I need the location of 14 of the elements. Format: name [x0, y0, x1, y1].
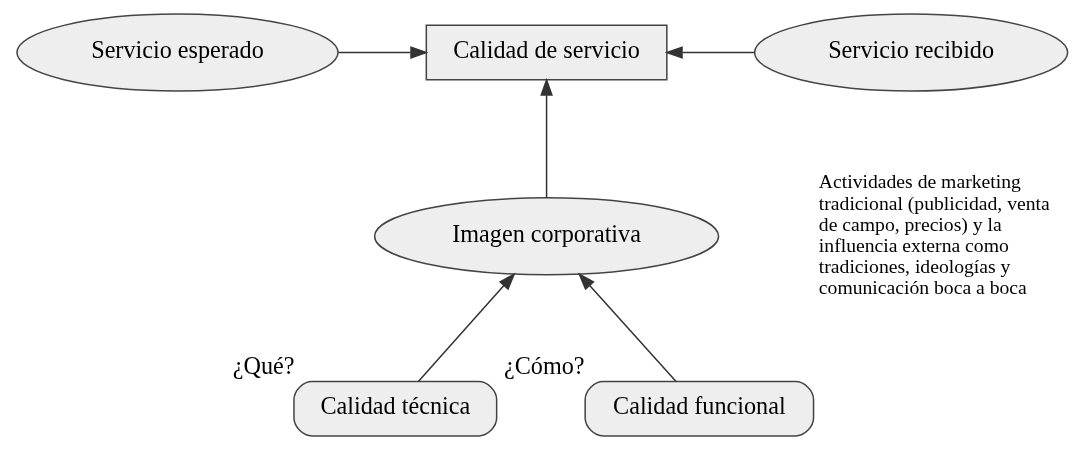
node-box: Calidad técnica [293, 380, 498, 437]
arrow [577, 272, 677, 383]
label: Actividades de marketing tradicional (publicidad, venta de campo, precios) y la influencia externa como tradiciones, ideologías y comunicación boca a boca [818, 170, 1050, 299]
node-box: Calidad funcional [584, 380, 815, 437]
node-box: Calidad de servicio [425, 24, 668, 81]
arrow [417, 272, 516, 383]
node-label: ¿Qué? [232, 351, 295, 379]
node-label: ¿Cómo? [504, 351, 585, 379]
node-ellipse: Servicio recibido [753, 13, 1069, 92]
node-ellipse: Servicio esperado [16, 13, 339, 92]
arrow [540, 77, 553, 199]
arrow [664, 46, 756, 59]
node-ellipse: Imagen corporativa [373, 197, 720, 276]
arrow [337, 46, 429, 59]
